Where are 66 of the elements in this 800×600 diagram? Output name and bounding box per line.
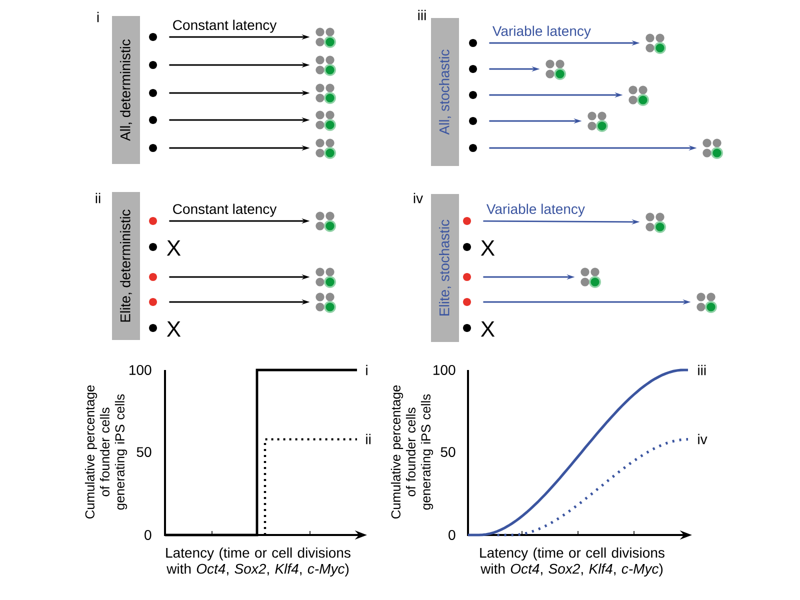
rotated-band: Elite, deterministic <box>112 192 140 340</box>
cross-mark: X <box>166 240 181 256</box>
cell-cluster <box>546 60 566 80</box>
cell-dot <box>149 144 157 152</box>
cell-dot <box>149 298 157 306</box>
cell-cluster <box>316 212 336 232</box>
cell-cluster <box>316 110 336 131</box>
tick-label: 0 <box>448 530 456 540</box>
edge-label: Variable latency <box>485 202 586 218</box>
cell-dot <box>149 89 157 97</box>
cell-dot <box>149 324 157 332</box>
cell-dot <box>149 61 157 69</box>
cell-dot <box>463 243 471 251</box>
axis-label: Cumulative percentage of founder cells generating iPS cells <box>390 385 434 519</box>
cell-cluster <box>316 84 336 104</box>
axis-label: Latency (time or cell divisions with Oct4, Sox2, Klf4, c-Myc) <box>480 547 664 577</box>
tick-label: 100 <box>434 365 456 375</box>
edge-label: Constant latency <box>171 18 278 34</box>
panel-label: ii <box>96 192 100 204</box>
cell-dot <box>149 273 157 281</box>
panel-label: i <box>97 12 99 22</box>
rotated-band: All, deterministic <box>112 16 140 164</box>
rotated-band: Elite, stochastic <box>431 194 459 342</box>
cross-mark: X <box>480 240 495 256</box>
cell-dot <box>463 298 471 306</box>
cell-dot <box>463 324 471 332</box>
cross-mark: X <box>480 321 495 337</box>
cross-mark: X <box>166 321 181 337</box>
curve-label: i <box>366 364 368 376</box>
cell-cluster <box>316 28 336 48</box>
curve-label: iii <box>698 364 706 376</box>
cell-dot <box>469 91 477 99</box>
rotated-band: All, stochastic <box>431 18 459 166</box>
cell-cluster <box>316 56 336 76</box>
tick-label: 100 <box>130 365 152 375</box>
cell-cluster <box>646 34 666 54</box>
tick-label: 0 <box>144 530 152 540</box>
panel-label: iii <box>418 10 426 20</box>
axis-label: Cumulative percentage of founder cells generating iPS cells <box>84 385 128 519</box>
edge-label: Constant latency <box>171 202 278 218</box>
cell-dot <box>149 217 157 225</box>
axis-label: Latency (time or cell divisions with Oct4, Sox2, Klf4, c-Myc) <box>166 547 350 577</box>
cell-cluster <box>580 268 601 288</box>
cell-dot <box>463 217 471 225</box>
cell-dot <box>469 117 477 125</box>
panel-label: iv <box>414 192 423 204</box>
cell-dot <box>469 39 477 47</box>
cell-dot <box>463 273 471 281</box>
cell-dot <box>149 243 157 251</box>
cell-dot <box>149 33 157 41</box>
cell-cluster <box>316 268 336 288</box>
cell-cluster <box>646 212 666 233</box>
cell-dot <box>469 65 477 73</box>
cell-dot <box>149 116 157 124</box>
cell-dot <box>469 144 477 152</box>
cell-cluster <box>696 292 717 313</box>
curve-label: iv <box>698 434 708 444</box>
curve-label: ii <box>366 434 370 444</box>
tick-label: 50 <box>440 447 456 457</box>
cell-cluster <box>588 112 608 132</box>
cell-cluster <box>316 292 336 313</box>
edge-label: Variable latency <box>491 24 592 40</box>
cell-cluster <box>628 86 649 106</box>
tick-label: 50 <box>136 447 152 457</box>
cell-cluster <box>316 138 336 159</box>
cell-cluster <box>702 138 723 159</box>
